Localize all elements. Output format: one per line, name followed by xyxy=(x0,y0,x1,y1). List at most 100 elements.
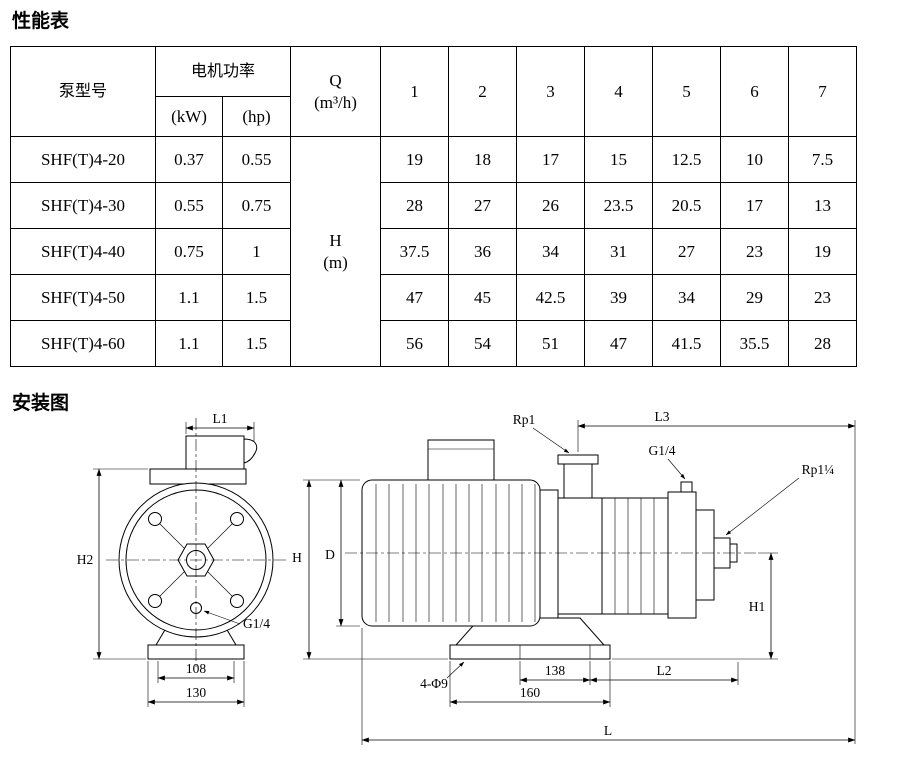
head-cell: 13 xyxy=(788,182,857,229)
table-row: SHF(T)4-60 1.1 1.5 56 54 51 47 41.5 35.5… xyxy=(10,320,857,367)
performance-table-title: 性能表 xyxy=(12,11,70,32)
front-top-box xyxy=(185,435,245,470)
q-label: Q xyxy=(329,71,342,91)
front-flange-plate xyxy=(149,468,247,485)
table-row: SHF(T)4-40 0.75 1 37.5 36 34 31 27 23 19 xyxy=(10,228,857,275)
head-cell: 27 xyxy=(448,182,517,229)
top-plug xyxy=(680,481,693,493)
suction-housing xyxy=(557,497,603,615)
kw-cell: 1.1 xyxy=(155,274,223,321)
header-flow-5: 5 xyxy=(652,46,721,137)
q-unit-label: (m³/h) xyxy=(314,92,357,112)
dim-label-l: L xyxy=(604,723,612,738)
header-flow-7: 7 xyxy=(788,46,857,137)
dim-label-130: 130 xyxy=(186,685,207,700)
header-flow-q: Q (m³/h) xyxy=(290,46,381,137)
head-cell: 56 xyxy=(380,320,449,367)
top-port-flange xyxy=(557,454,599,465)
head-cell: 47 xyxy=(380,274,449,321)
head-cell: 45 xyxy=(448,274,517,321)
head-cell: 19 xyxy=(380,136,449,183)
end-cover xyxy=(695,509,715,601)
kw-cell: 0.75 xyxy=(155,228,223,275)
front-spout xyxy=(243,438,258,464)
side-base-plate xyxy=(449,644,611,660)
pump-model-cell: SHF(T)4-20 xyxy=(10,136,156,183)
head-cell: 42.5 xyxy=(516,274,585,321)
head-cell: 17 xyxy=(516,136,585,183)
header-flow-4: 4 xyxy=(584,46,653,137)
top-port-tube xyxy=(563,461,593,499)
head-cell: 19 xyxy=(788,228,857,275)
head-cell: 31 xyxy=(584,228,653,275)
dim-label-g14-side: G1/4 xyxy=(649,443,676,458)
dim-label-108: 108 xyxy=(186,661,207,676)
header-flow-2: 2 xyxy=(448,46,517,137)
head-cell: 35.5 xyxy=(720,320,789,367)
front-bolt xyxy=(148,594,162,608)
pump-model-cell: SHF(T)4-60 xyxy=(10,320,156,367)
pump-side-dimensions: L3 Rp1 G1/4 Rp1¼ H D H1 4-Φ9 xyxy=(292,412,856,745)
pump-model-cell: SHF(T)4-50 xyxy=(10,274,156,321)
installation-diagram: L1 H2 G1/4 108 130 xyxy=(77,412,856,745)
pump-front-view xyxy=(106,418,286,670)
head-cell: 7.5 xyxy=(788,136,857,183)
terminal-box xyxy=(427,439,495,481)
header-hp: (hp) xyxy=(222,96,291,137)
motor-adapter xyxy=(539,489,559,619)
dim-label-holes: 4-Φ9 xyxy=(420,676,448,691)
hp-cell: 0.55 xyxy=(222,136,291,183)
dim-label-g14-front: G1/4 xyxy=(243,616,270,631)
front-bolt xyxy=(230,594,244,608)
pump-model-cell: SHF(T)4-40 xyxy=(10,228,156,275)
kw-cell: 1.1 xyxy=(155,320,223,367)
pump-side-view xyxy=(345,439,758,660)
front-bolt xyxy=(148,512,162,526)
front-bolt xyxy=(230,512,244,526)
head-unit-cell: H (m) xyxy=(290,136,381,367)
head-cell: 47 xyxy=(584,320,653,367)
header-motor-power: 电机功率 xyxy=(155,46,291,97)
head-cell: 17 xyxy=(720,182,789,229)
header-flow-3: 3 xyxy=(516,46,585,137)
head-cell: 23 xyxy=(788,274,857,321)
h-unit-label: (m) xyxy=(323,252,348,272)
dim-label-rp1-quarter: Rp1¼ xyxy=(802,462,835,477)
dim-label-138: 138 xyxy=(545,663,566,678)
head-cell: 29 xyxy=(720,274,789,321)
head-cell: 37.5 xyxy=(380,228,449,275)
head-cell: 34 xyxy=(652,274,721,321)
head-cell: 28 xyxy=(380,182,449,229)
header-flow-6: 6 xyxy=(720,46,789,137)
head-cell: 15 xyxy=(584,136,653,183)
installation-diagram-title: 安装图 xyxy=(12,393,70,414)
pump-model-cell: SHF(T)4-30 xyxy=(10,182,156,229)
head-cell: 10 xyxy=(720,136,789,183)
head-cell: 23.5 xyxy=(584,182,653,229)
head-cell: 36 xyxy=(448,228,517,275)
table-row: SHF(T)4-50 1.1 1.5 47 45 42.5 39 34 29 2… xyxy=(10,274,857,321)
table-row: SHF(T)4-20 0.37 0.55 H (m) 19 18 17 15 1… xyxy=(10,136,857,367)
discharge-housing xyxy=(667,491,697,619)
head-cell: 27 xyxy=(652,228,721,275)
header-kw: (kW) xyxy=(155,96,223,137)
head-cell: 39 xyxy=(584,274,653,321)
performance-table: 泵型号 电机功率 Q (m³/h) 1 2 3 4 5 6 7 (kW) (hp… xyxy=(10,46,857,367)
hp-cell: 1.5 xyxy=(222,274,291,321)
h-label: H xyxy=(329,231,342,251)
header-flow-1: 1 xyxy=(380,46,449,137)
kw-cell: 0.37 xyxy=(155,136,223,183)
head-cell: 51 xyxy=(516,320,585,367)
dim-label-d: D xyxy=(325,547,335,562)
hp-cell: 0.75 xyxy=(222,182,291,229)
head-cell: 26 xyxy=(516,182,585,229)
dim-label-160: 160 xyxy=(520,685,541,700)
dim-label-l3: L3 xyxy=(655,412,670,424)
head-cell: 34 xyxy=(516,228,585,275)
dim-label-h: H xyxy=(292,550,302,565)
head-cell: 23 xyxy=(720,228,789,275)
head-cell: 12.5 xyxy=(652,136,721,183)
head-cell: 28 xyxy=(788,320,857,367)
kw-cell: 0.55 xyxy=(155,182,223,229)
